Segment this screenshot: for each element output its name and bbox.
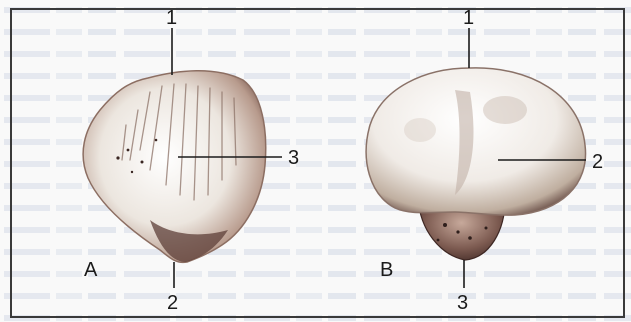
callout-a-bottom: 2 bbox=[167, 292, 178, 314]
callout-b-side: 2 bbox=[592, 151, 603, 173]
callout-b-top: 1 bbox=[463, 7, 474, 29]
callout-b-bottom: 3 bbox=[457, 292, 468, 314]
panel-letter-a: A bbox=[84, 259, 98, 281]
patella-b-shape bbox=[366, 68, 585, 215]
callout-a-side: 3 bbox=[288, 147, 299, 169]
panel-letter-b: B bbox=[380, 259, 393, 281]
callout-a-top: 1 bbox=[166, 7, 177, 29]
patella-b-facet-shadow-2 bbox=[404, 118, 436, 142]
patella-b-facet-shadow bbox=[483, 96, 527, 124]
